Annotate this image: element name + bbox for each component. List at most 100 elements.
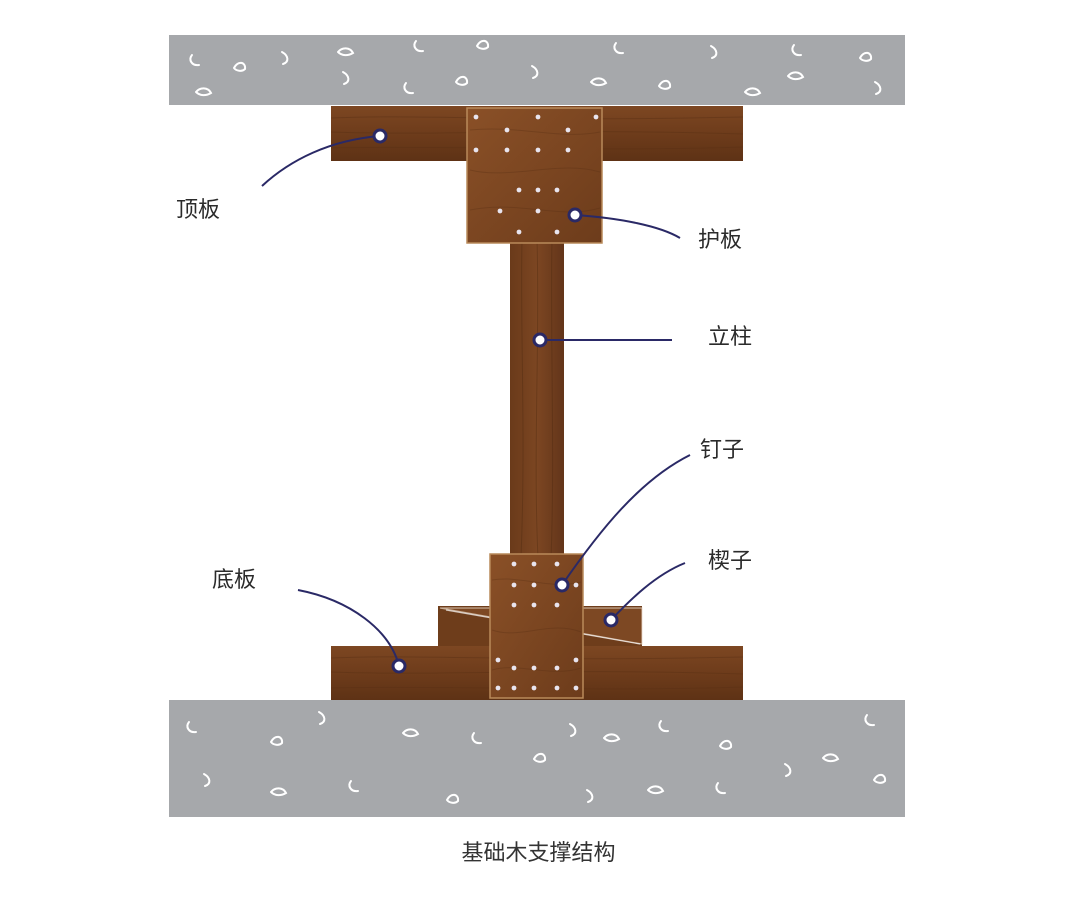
- aggregate-mark: [455, 75, 469, 86]
- nail-dot: [573, 582, 579, 588]
- nail-dot: [535, 187, 541, 193]
- aggregate-mark: [658, 79, 672, 90]
- aggregate-mark: [203, 773, 211, 787]
- aggregate-mark: [476, 39, 490, 50]
- top-plate-leader: [261, 135, 381, 187]
- aggregate-mark: [586, 789, 594, 803]
- nail-dot: [535, 208, 541, 214]
- nail-dot: [565, 127, 571, 133]
- nail-dot: [531, 602, 537, 608]
- label-column: 立柱: [708, 325, 753, 350]
- aggregate-mark: [710, 45, 718, 59]
- aggregate-mark: [569, 723, 577, 737]
- bottom-plate-leader: [297, 589, 400, 667]
- nail-dot: [554, 229, 560, 235]
- aggregate-mark: [864, 714, 875, 727]
- bottom-concrete-slab: [169, 700, 905, 817]
- nail-dot: [516, 187, 522, 193]
- aggregate-mark: [402, 728, 420, 738]
- aggregate-mark: [413, 40, 424, 53]
- nail-dot: [531, 561, 537, 567]
- nail-dot: [516, 229, 522, 235]
- nail-dot: [511, 582, 517, 588]
- aggregate-mark: [533, 752, 547, 763]
- aggregate-mark: [342, 71, 350, 85]
- aggregate-mark: [471, 732, 482, 745]
- nails-leader: [561, 454, 691, 586]
- wedge-leader: [610, 562, 686, 621]
- label-top-plate: 顶板: [176, 198, 221, 223]
- nail-dot: [504, 147, 510, 153]
- label-guard-plate: 护板: [698, 228, 743, 253]
- aggregate-mark: [859, 51, 873, 62]
- aggregate-mark: [658, 720, 669, 733]
- nail-dot: [554, 602, 560, 608]
- nail-dot: [473, 147, 479, 153]
- aggregate-mark: [189, 54, 200, 67]
- aggregate-mark: [719, 739, 733, 750]
- nail-dot: [511, 561, 517, 567]
- top-guard-plate: [466, 107, 603, 244]
- aggregate-mark: [787, 71, 805, 81]
- aggregate-mark: [195, 87, 213, 97]
- nail-dot: [554, 187, 560, 193]
- aggregate-mark: [318, 711, 326, 725]
- aggregate-mark: [337, 47, 355, 57]
- aggregate-mark: [446, 793, 460, 804]
- nail-dot: [531, 665, 537, 671]
- nail-dot: [554, 561, 560, 567]
- nail-dot: [535, 147, 541, 153]
- guard-plate-leader: [574, 214, 681, 239]
- nail-dot: [554, 685, 560, 691]
- aggregate-mark: [270, 735, 284, 746]
- aggregate-mark: [822, 753, 840, 763]
- nail-dot: [554, 665, 560, 671]
- nail-dot: [495, 657, 501, 663]
- column-marker: [532, 332, 548, 348]
- aggregate-mark: [348, 780, 359, 793]
- aggregate-mark: [874, 81, 882, 95]
- aggregate-mark: [233, 61, 247, 72]
- nail-dot: [593, 114, 599, 120]
- aggregate-mark: [270, 787, 288, 797]
- aggregate-mark: [744, 87, 762, 97]
- nail-dot: [535, 114, 541, 120]
- nail-dot: [531, 685, 537, 691]
- aggregate-mark: [186, 721, 197, 734]
- guard-plate-marker: [567, 207, 583, 223]
- nail-dot: [573, 657, 579, 663]
- top-plate-marker: [372, 128, 388, 144]
- nail-dot: [473, 114, 479, 120]
- concrete-aggregate-marks: [186, 39, 887, 804]
- nail-dot: [495, 685, 501, 691]
- wedge-marker: [603, 612, 619, 628]
- nail-dot: [565, 147, 571, 153]
- aggregate-mark: [590, 77, 608, 87]
- aggregate-mark: [715, 782, 726, 795]
- aggregate-mark: [403, 82, 414, 95]
- nails: [473, 114, 599, 691]
- column: [510, 240, 564, 558]
- label-bottom-plate: 底板: [212, 568, 257, 593]
- diagram-caption: 基础木支撑结构: [461, 841, 616, 866]
- nails-marker: [554, 577, 570, 593]
- aggregate-mark: [791, 44, 802, 57]
- aggregate-mark: [784, 763, 792, 777]
- nail-dot: [511, 602, 517, 608]
- aggregate-mark: [281, 51, 289, 65]
- aggregate-mark: [603, 733, 621, 743]
- label-nails: 钉子: [700, 438, 745, 463]
- aggregate-mark: [613, 42, 624, 55]
- aggregate-mark: [873, 773, 887, 784]
- nail-dot: [511, 685, 517, 691]
- aggregate-mark: [531, 65, 539, 79]
- label-wedge: 楔子: [708, 549, 753, 574]
- nail-dot: [573, 685, 579, 691]
- nail-dot: [497, 208, 503, 214]
- bottom-plate-marker: [391, 658, 407, 674]
- nail-dot: [504, 127, 510, 133]
- nail-dot: [531, 582, 537, 588]
- aggregate-mark: [647, 785, 665, 795]
- nail-dot: [511, 665, 517, 671]
